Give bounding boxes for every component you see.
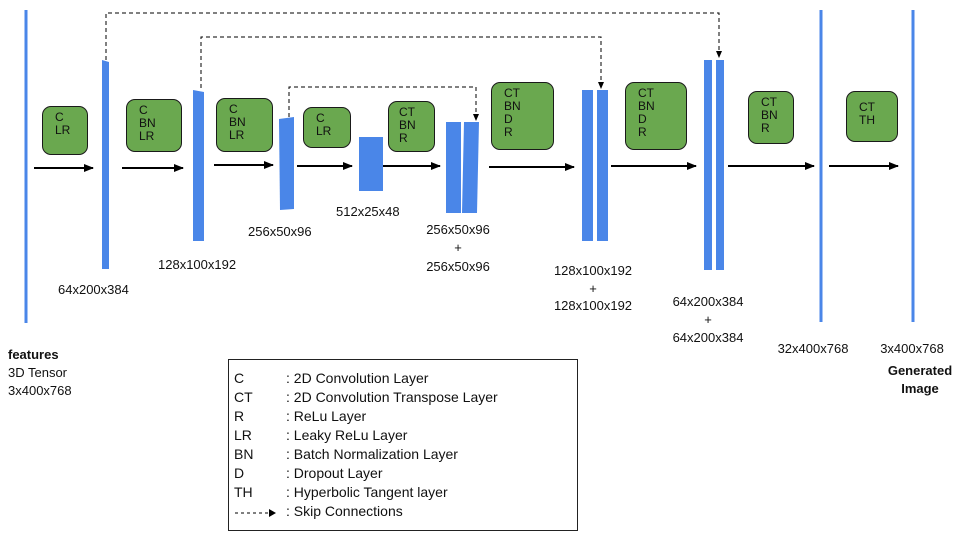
feature-map-256x50x96-b — [462, 122, 479, 213]
output-dim: 3x400x768 — [880, 341, 944, 356]
output-title-line1: Generated — [887, 363, 953, 378]
dim-label-plus: + — [454, 240, 462, 255]
feature-map-64x200x384-a — [704, 60, 712, 270]
dim-label-plus: + — [704, 312, 712, 327]
dim-label-64x200x384-a: 64x200x384 — [672, 294, 744, 309]
legend-abbr: C — [234, 370, 245, 386]
feature-map-128x100x192 — [193, 90, 204, 241]
block-ct-bn-d-r-1: CT BN D R — [491, 82, 554, 150]
skip-connection-inner — [288, 86, 479, 121]
dim-label-256x50x96-b: 256x50x96 — [426, 259, 490, 274]
dim-label-256x50x96: 256x50x96 — [248, 224, 312, 239]
skip-connection-middle — [200, 36, 604, 89]
dashed-arrow-icon — [235, 509, 276, 517]
legend-abbr: LR — [234, 427, 252, 443]
feature-map-512x25x48 — [359, 137, 383, 191]
block-c-bn-lr-1: C BN LR — [126, 99, 182, 152]
dim-label-32x400x768: 32x400x768 — [777, 341, 849, 356]
legend-desc: : Skip Connections — [286, 503, 403, 519]
feature-map-256x50x96 — [279, 117, 294, 210]
legend-abbr: TH — [234, 484, 253, 500]
feature-map-256x50x96-a — [446, 122, 461, 213]
dim-label-128x100x192-a: 128x100x192 — [553, 263, 633, 278]
legend-abbr: D — [234, 465, 245, 481]
dim-label-512x25x48: 512x25x48 — [336, 204, 400, 219]
feature-map-128x100x192-a — [582, 90, 593, 241]
block-ct-bn-d-r-2: CT BN D R — [625, 82, 687, 150]
block-c-lr-1: C LR — [42, 106, 88, 155]
input-dim: 3x400x768 — [8, 383, 72, 398]
block-c-bn-lr-2: C BN LR — [216, 98, 273, 152]
block-ct-th: CT TH — [846, 91, 898, 142]
dim-label-256x50x96-a: 256x50x96 — [426, 222, 490, 237]
legend-desc: : Hyperbolic Tangent layer — [286, 484, 448, 500]
legend-desc: : Batch Normalization Layer — [286, 446, 458, 462]
feature-map-64x200x384 — [102, 60, 109, 269]
legend-desc: : Dropout Layer — [286, 465, 383, 481]
feature-map-64x200x384-b — [716, 60, 724, 270]
legend-abbr: R — [234, 408, 245, 424]
dim-label-plus: + — [589, 281, 597, 296]
dim-label-64x200x384: 64x200x384 — [58, 282, 129, 297]
block-c-lr-2: C LR — [303, 107, 351, 148]
legend-desc: : Leaky ReLu Layer — [286, 427, 408, 443]
block-ct-bn-r-1: CT BN R — [388, 101, 435, 152]
legend-box: C : 2D Convolution Layer CT : 2D Convolu… — [228, 359, 578, 531]
feature-map-128x100x192-b — [597, 90, 608, 241]
legend-abbr: CT — [234, 389, 253, 405]
legend-desc: : ReLu Layer — [286, 408, 367, 424]
skip-connection-outer — [105, 12, 722, 60]
input-title: features — [8, 347, 59, 362]
legend-desc: : 2D Convolution Transpose Layer — [286, 389, 498, 405]
dim-label-128x100x192: 128x100x192 — [158, 257, 237, 272]
output-title-line2: Image — [901, 381, 939, 396]
block-ct-bn-r-2: CT BN R — [748, 91, 794, 144]
legend-abbr: BN — [234, 446, 254, 462]
dim-label-64x200x384-b: 64x200x384 — [672, 330, 744, 345]
legend-desc: : 2D Convolution Layer — [286, 370, 429, 386]
input-type: 3D Tensor — [8, 365, 68, 380]
dim-label-128x100x192-b: 128x100x192 — [553, 298, 633, 313]
